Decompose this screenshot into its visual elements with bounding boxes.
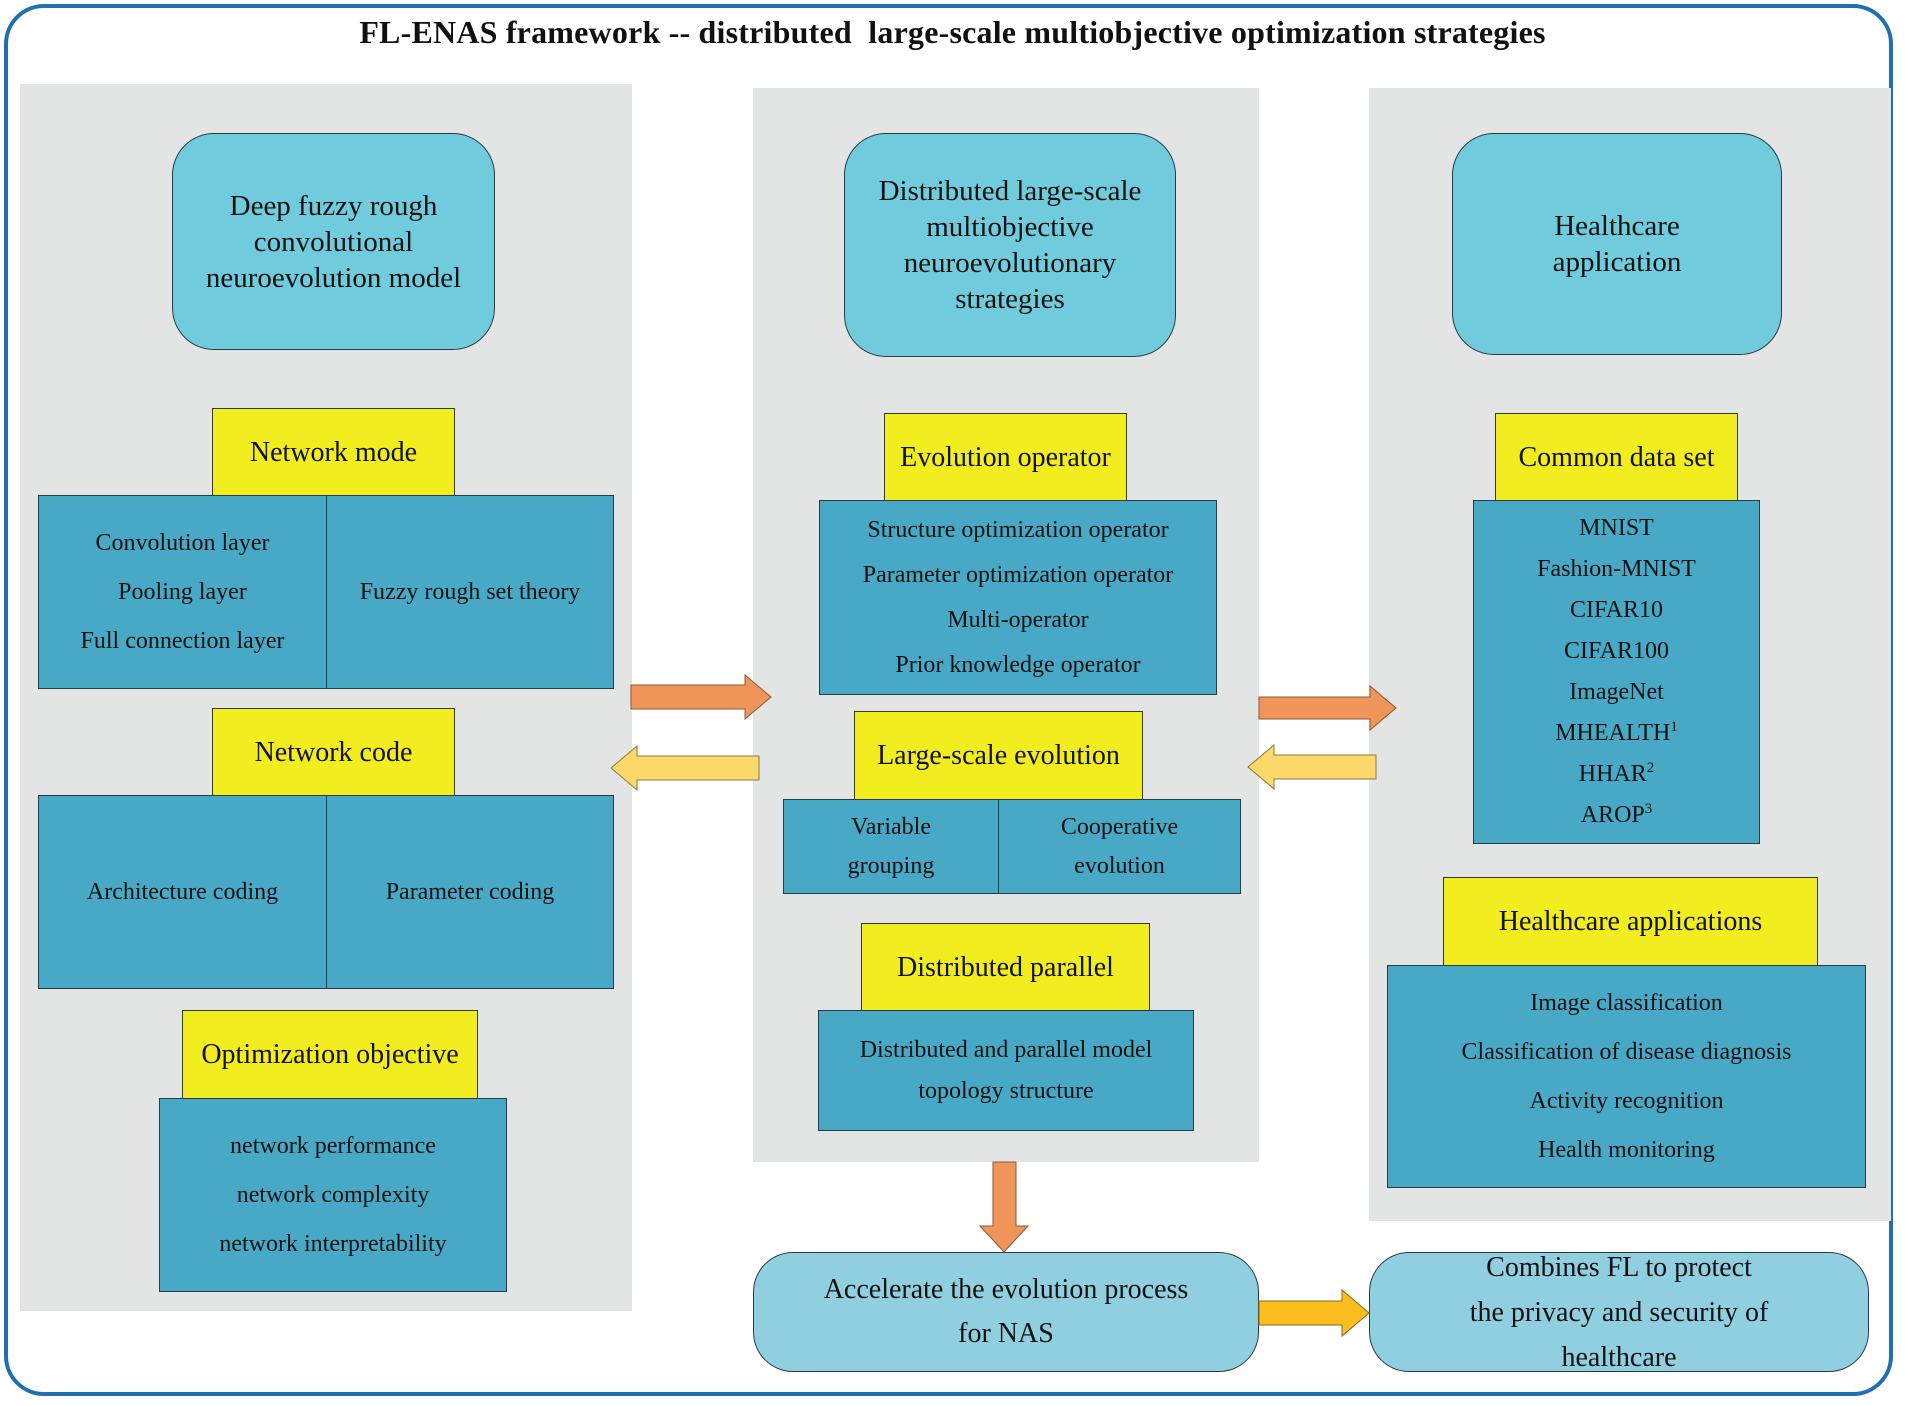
- application-item-3: Activity recognition: [1529, 1087, 1724, 1114]
- left-header-text: Deep fuzzy rough convolutional neuroevol…: [205, 189, 462, 294]
- dataset-item-7: HHAR2: [1578, 760, 1655, 788]
- distributed-list: Distributed and parallel model topology …: [819, 1011, 1193, 1130]
- variable-grouping-line-1: Variable: [851, 813, 931, 840]
- network-code-box: Architecture coding Parameter coding: [38, 795, 614, 989]
- left-header-box: Deep fuzzy rough convolutional neuroevol…: [172, 133, 495, 350]
- middle-header-text: Distributed large-scale multiobjective n…: [878, 175, 1142, 315]
- dataset-item-1: MNIST: [1579, 515, 1654, 541]
- dataset-item-2: Fashion-MNIST: [1537, 556, 1696, 582]
- arrow-middle-to-left: [610, 744, 760, 792]
- variable-grouping-line-2: grouping: [847, 852, 935, 879]
- network-code-divider: [326, 796, 327, 988]
- arrow-middle-to-right: [1258, 684, 1397, 732]
- network-layers-column: Convolution layer Pooling layer Full con…: [39, 496, 326, 688]
- arrow-left-to-middle: [630, 673, 772, 721]
- healthcare-applications-box: Image classification Classification of d…: [1387, 965, 1866, 1188]
- fuzzy-rough-set-theory: Fuzzy rough set theory: [359, 578, 581, 605]
- diagram-frame: [4, 4, 1893, 1396]
- large-scale-evolution-box: Variable grouping Cooperative evolution: [783, 799, 1241, 894]
- architecture-coding-column: Architecture coding: [39, 796, 326, 988]
- network-mode-divider: [326, 496, 327, 688]
- dataset-item-8: AROP3: [1580, 801, 1653, 829]
- architecture-coding: Architecture coding: [86, 878, 279, 905]
- parameter-coding-column: Parameter coding: [327, 796, 613, 988]
- variable-grouping-column: Variable grouping: [784, 800, 998, 893]
- objective-list: network performance network complexity n…: [160, 1099, 506, 1291]
- objective-item-1: network performance: [230, 1132, 436, 1159]
- evolution-operator-box: Structure optimization operator Paramete…: [819, 500, 1217, 695]
- objective-item-2: network complexity: [236, 1181, 430, 1208]
- operator-list: Structure optimization operator Paramete…: [820, 501, 1216, 694]
- large-scale-divider: [998, 800, 999, 893]
- dataset-item-5: ImageNet: [1569, 679, 1664, 705]
- right-header-text: Healthcare application: [1552, 210, 1682, 278]
- cooperative-evolution-column: Cooperative evolution: [999, 800, 1240, 893]
- dataset-list: MNIST Fashion-MNIST CIFAR10 CIFAR100 Ima…: [1474, 501, 1759, 843]
- operator-item-4: Prior knowledge operator: [895, 651, 1141, 678]
- cooperative-evolution-line-2: evolution: [1074, 852, 1165, 879]
- parameter-coding: Parameter coding: [385, 878, 555, 905]
- common-data-set-box: MNIST Fashion-MNIST CIFAR10 CIFAR100 Ima…: [1473, 500, 1760, 844]
- dataset-item-6: MHEALTH1: [1555, 719, 1678, 747]
- combines-fl-box: Combines FL to protect the privacy and s…: [1369, 1252, 1869, 1373]
- layer-item-2: Pooling layer: [118, 578, 247, 605]
- distributed-parallel-box: Distributed and parallel model topology …: [818, 1010, 1194, 1131]
- optimization-objective-box: network performance network complexity n…: [159, 1098, 507, 1292]
- accelerate-evolution-box: Accelerate the evolution process for NAS: [753, 1252, 1259, 1372]
- distributed-line-1: Distributed and parallel model: [859, 1036, 1153, 1063]
- combines-fl-text: Combines FL to protect the privacy and s…: [1469, 1251, 1769, 1373]
- optimization-objective-label: Optimization objective: [182, 1010, 478, 1099]
- cooperative-evolution-line-1: Cooperative: [1060, 813, 1179, 840]
- middle-header-box: Distributed large-scale multiobjective n…: [844, 133, 1176, 357]
- evolution-operator-label: Evolution operator: [884, 413, 1127, 502]
- application-item-1: Image classification: [1530, 989, 1723, 1016]
- distributed-line-2: topology structure: [918, 1077, 1094, 1104]
- objective-item-3: network interpretability: [219, 1230, 447, 1257]
- arrow-down-to-accelerate: [978, 1161, 1030, 1253]
- right-header-box: Healthcare application: [1452, 133, 1782, 355]
- arrow-right-to-middle: [1247, 743, 1377, 791]
- dataset-item-3: CIFAR10: [1570, 597, 1663, 623]
- network-mode-box: Convolution layer Pooling layer Full con…: [38, 495, 614, 689]
- application-item-4: Health monitoring: [1538, 1136, 1715, 1163]
- healthcare-applications-label: Healthcare applications: [1443, 877, 1818, 966]
- network-mode-label: Network mode: [212, 408, 455, 497]
- dataset-item-4: CIFAR100: [1564, 638, 1669, 664]
- operator-item-3: Multi-operator: [947, 606, 1089, 633]
- diagram-title: FL-ENAS framework -- distributed large-s…: [359, 14, 1546, 50]
- operator-item-1: Structure optimization operator: [867, 516, 1169, 543]
- operator-item-2: Parameter optimization operator: [862, 561, 1174, 588]
- fuzzy-theory-column: Fuzzy rough set theory: [327, 496, 613, 688]
- layer-item-1: Convolution layer: [95, 529, 270, 556]
- application-item-2: Classification of disease diagnosis: [1461, 1038, 1792, 1065]
- arrow-accelerate-to-combines: [1258, 1288, 1370, 1338]
- application-list: Image classification Classification of d…: [1388, 966, 1865, 1187]
- accelerate-evolution-text: Accelerate the evolution process for NAS: [823, 1274, 1189, 1349]
- layer-item-3: Full connection layer: [80, 627, 285, 654]
- network-code-label: Network code: [212, 708, 455, 797]
- large-scale-evolution-label: Large-scale evolution: [854, 711, 1143, 801]
- distributed-parallel-label: Distributed parallel: [861, 923, 1150, 1012]
